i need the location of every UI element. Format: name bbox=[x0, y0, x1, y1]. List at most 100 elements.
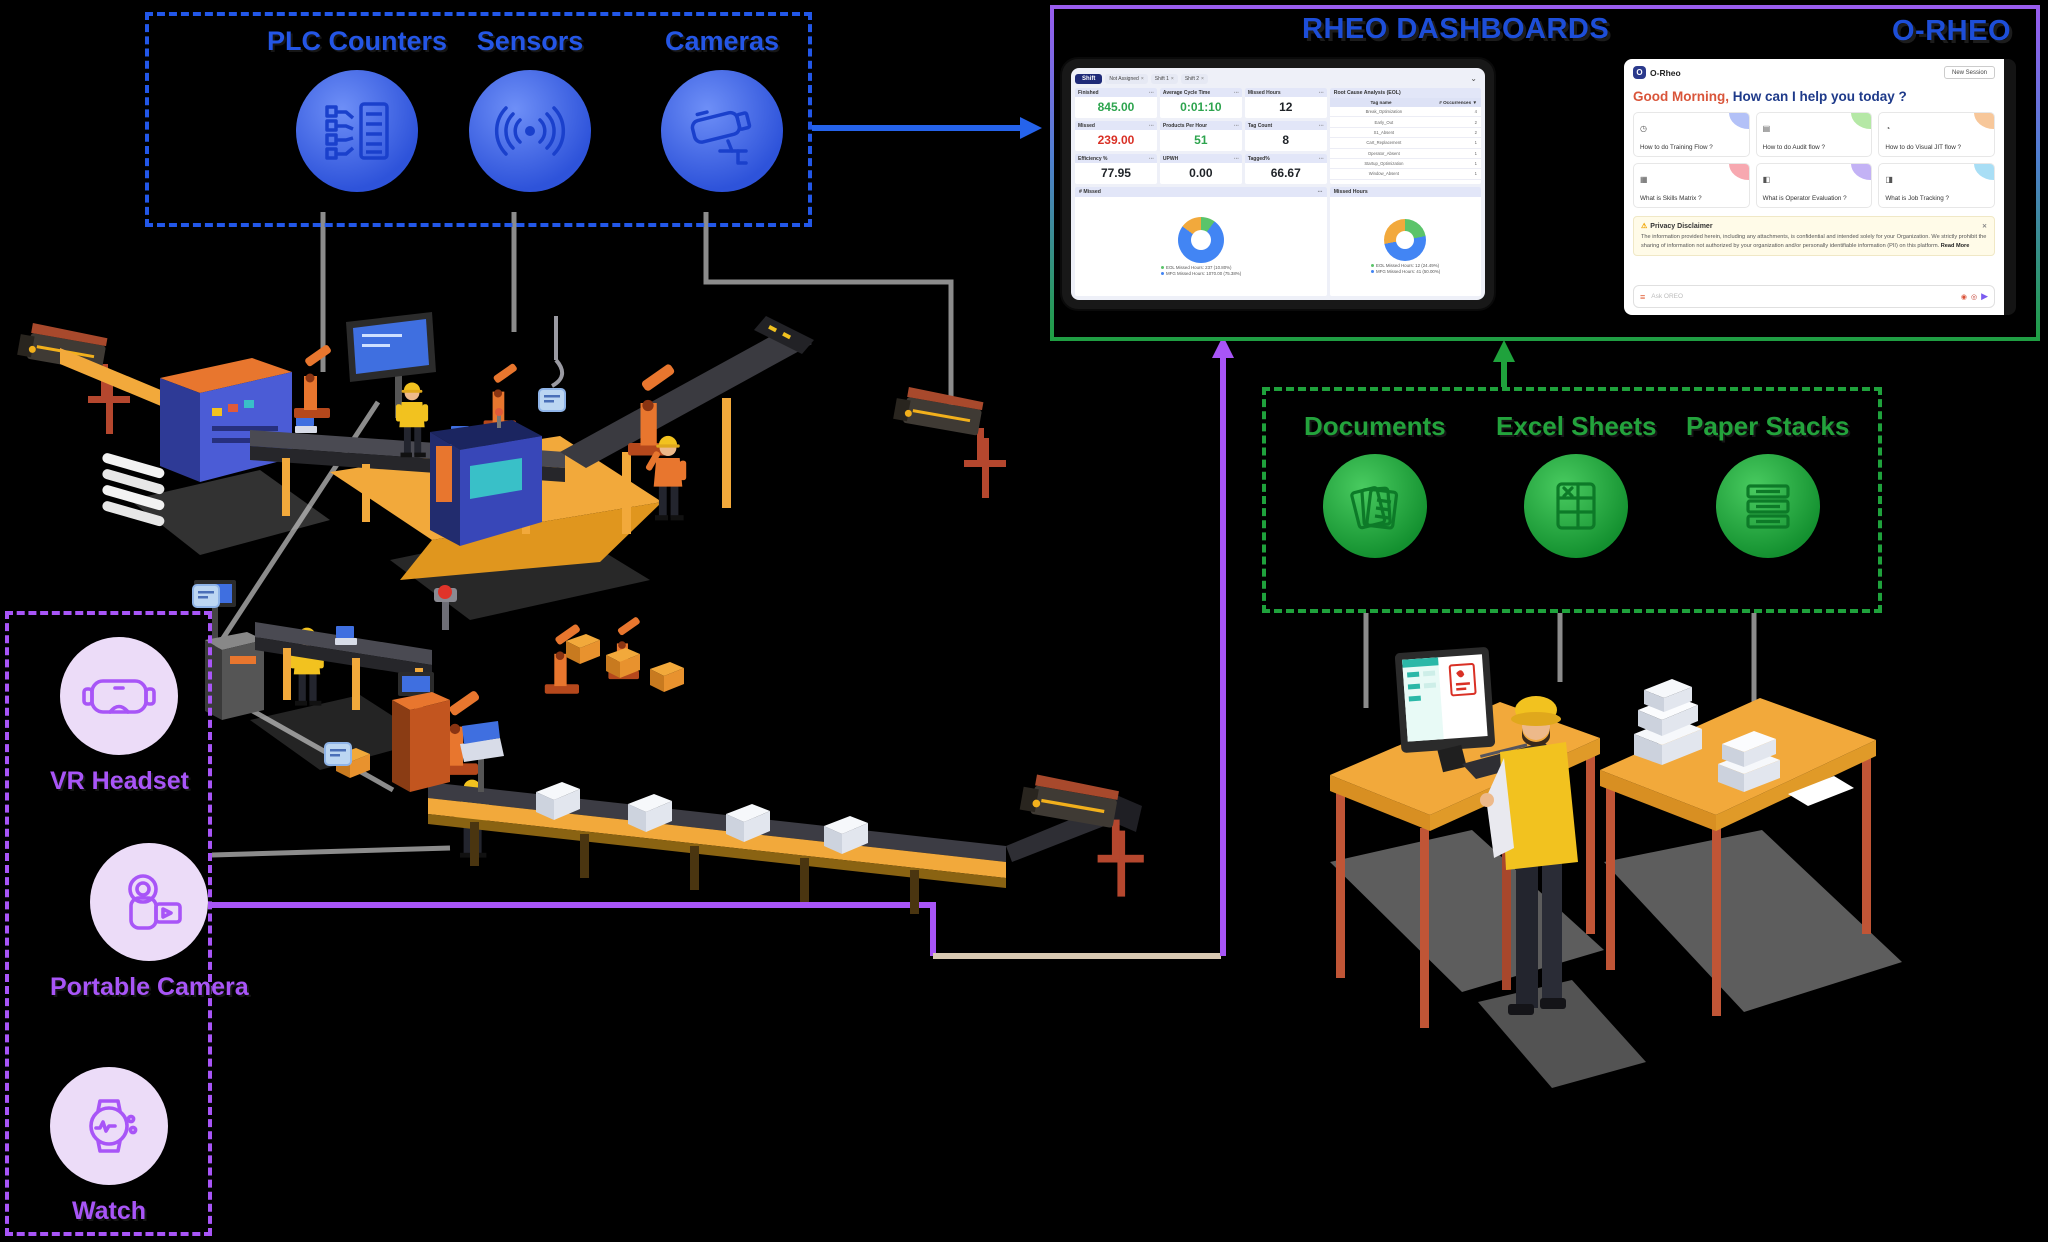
dashboard-filter-bar: Shift Not Assigned× Shift 1× Shift 2× ⌄ bbox=[1075, 72, 1481, 85]
watch-circle bbox=[50, 1067, 168, 1185]
emergency-button bbox=[434, 585, 457, 630]
paper-stacks bbox=[1634, 679, 1854, 806]
missed-chart-panel: # Missed⋯ EOL Missed Hours: 237 (10.80%)… bbox=[1075, 187, 1327, 296]
portable-camera-label: Portable Camera bbox=[50, 973, 249, 1001]
paper-stacks-label: Paper Stacks bbox=[1686, 411, 1850, 441]
excel-circle bbox=[1524, 454, 1629, 558]
excel-sheets-label: Excel Sheets bbox=[1496, 411, 1657, 441]
chat-input-bar: ≡ ◉ ◎ ▶ bbox=[1633, 285, 1995, 308]
privacy-disclaimer: ⚠ Privacy Disclaimer ✕ The information p… bbox=[1633, 216, 1995, 257]
prompt-icon[interactable]: ≡ bbox=[1640, 291, 1646, 302]
kpi-tag-count: Tag Count⋯8 bbox=[1244, 121, 1327, 151]
disclaimer-body: The information provided herein, includi… bbox=[1641, 234, 1987, 249]
chip-close-icon[interactable]: × bbox=[1140, 75, 1144, 82]
kpi-grid: Finished⋯845.00 Average Cycle Time⋯0:01:… bbox=[1075, 88, 1327, 184]
dashboards-box-inner: RHEO DASHBOARDS O-RHEO Shift Not Assigne… bbox=[1054, 9, 2036, 337]
kpi-missed-hours: Missed Hours⋯12 bbox=[1244, 88, 1327, 118]
conveyor-boom bbox=[60, 348, 180, 414]
factory-platform-edge bbox=[400, 502, 662, 580]
workstation-monitor bbox=[346, 312, 436, 418]
laptop-stand bbox=[460, 721, 504, 792]
legend-dot bbox=[1370, 263, 1375, 268]
connector-devices-purple bbox=[212, 902, 936, 956]
paper-sheet bbox=[1788, 776, 1854, 806]
more-icon[interactable]: ⋯ bbox=[1148, 89, 1154, 96]
orheo-title: O-RHEO bbox=[1892, 15, 2011, 47]
arrowhead-up-purple-icon bbox=[1212, 336, 1234, 358]
suggestion-card-training-flow[interactable]: ◷ How to do Training Flow ? bbox=[1633, 112, 1750, 157]
chat-input[interactable] bbox=[1649, 292, 1957, 301]
chevron-down-icon[interactable]: ⌄ bbox=[1470, 73, 1477, 83]
floor-shadow bbox=[1604, 830, 1902, 1012]
more-icon[interactable]: ⋯ bbox=[1233, 89, 1239, 96]
more-icon[interactable]: ⋯ bbox=[1317, 189, 1323, 195]
kiosk-station bbox=[392, 672, 450, 792]
missed-hours-chart-legend: EOL Missed Hours: 12 (24.49%) MFG Missed… bbox=[1370, 263, 1440, 274]
conveyor-belt-incline bbox=[560, 316, 814, 534]
more-icon[interactable]: ⋯ bbox=[1233, 122, 1239, 129]
filter-chip[interactable]: Shift 2× bbox=[1180, 73, 1208, 84]
missed-hours-chart-panel: Missed Hours EOL Missed Hours: 12 (24.49… bbox=[1329, 187, 1481, 296]
more-icon[interactable]: ⋯ bbox=[1148, 122, 1154, 129]
read-more-link[interactable]: Read More bbox=[1940, 242, 1970, 249]
excel-sheet-icon bbox=[1556, 482, 1596, 530]
floor-shadow bbox=[130, 470, 330, 555]
filter-chip[interactable]: Shift 1× bbox=[1150, 73, 1178, 84]
chip-close-icon[interactable]: × bbox=[1201, 75, 1204, 82]
shift-button[interactable]: Shift bbox=[1075, 73, 1103, 84]
more-icon[interactable]: ⋯ bbox=[1233, 155, 1239, 162]
watch-label: Watch bbox=[71, 1197, 147, 1225]
chip-close-icon[interactable]: × bbox=[1170, 75, 1174, 82]
suggestion-card-audit-flow[interactable]: ▤ How to do Audit flow ? bbox=[1755, 112, 1873, 157]
documents-circle bbox=[1322, 454, 1427, 558]
tracking-icon: ◨ bbox=[1885, 175, 1893, 184]
chat-header: O O-Rheo New Session bbox=[1633, 66, 1995, 79]
orheo-chat-panel: O O-Rheo New Session Good Morning, How c… bbox=[1624, 59, 2016, 315]
paper-item-stacks: Paper Stacks bbox=[1686, 411, 1849, 558]
card-corner-blob bbox=[1973, 113, 1994, 129]
legend-dot bbox=[1160, 271, 1165, 276]
send-icon[interactable]: ▶ bbox=[1981, 291, 1988, 301]
connector-watch-to-factory bbox=[211, 845, 451, 858]
root-cause-table-header: Tag name # Occurrences ▼ bbox=[1329, 98, 1481, 107]
more-icon[interactable]: ⋯ bbox=[1318, 155, 1324, 162]
kpi-tagged-pct: Tagged%⋯66.67 bbox=[1244, 154, 1327, 184]
missed-hours-donut-chart bbox=[1384, 219, 1427, 261]
suggestion-card-job-tracking[interactable]: ◨ What is Job Tracking ? bbox=[1878, 163, 1995, 208]
vr-circle bbox=[60, 637, 179, 755]
paper-stacks-circle bbox=[1715, 454, 1820, 558]
new-session-button[interactable]: New Session bbox=[1943, 66, 1995, 79]
card-corner-blob bbox=[1851, 113, 1872, 129]
package-box bbox=[650, 662, 684, 692]
close-icon[interactable]: ✕ bbox=[1981, 223, 1987, 230]
more-icon[interactable]: ⋯ bbox=[1318, 122, 1324, 129]
suggestion-card-visual-jit[interactable]: ◔ How to do Visual JIT flow ? bbox=[1878, 112, 1995, 157]
factory-illustration bbox=[16, 312, 1144, 914]
more-icon[interactable]: ⋯ bbox=[1148, 155, 1154, 162]
attachment-icon[interactable]: ◎ bbox=[1970, 293, 1978, 301]
suggestion-card-operator-evaluation[interactable]: ◧ What is Operator Evaluation ? bbox=[1755, 163, 1873, 208]
filter-chip[interactable]: Not Assigned× bbox=[1105, 73, 1148, 84]
more-icon[interactable]: ⋯ bbox=[1318, 89, 1324, 96]
microphone-icon[interactable]: ◉ bbox=[1960, 293, 1967, 301]
orheo-brand: O-Rheo bbox=[1650, 67, 1681, 78]
root-cause-panel: Root Cause Analysis (EOL) Tag name # Occ… bbox=[1329, 88, 1481, 184]
desk-monitor bbox=[1394, 647, 1496, 773]
device-item-watch: Watch bbox=[50, 1067, 168, 1226]
book-icon: ▦ bbox=[1640, 175, 1648, 184]
cameras-circle bbox=[661, 70, 783, 192]
crane-hook bbox=[550, 316, 564, 388]
package-box bbox=[566, 634, 600, 664]
connector-cameras-to-cctv bbox=[703, 212, 954, 412]
camcorder-icon bbox=[128, 874, 183, 930]
suggestion-card-skills-matrix[interactable]: ▦ What is Skills Matrix ? bbox=[1633, 163, 1750, 208]
sort-icon[interactable]: ▼ bbox=[1472, 100, 1477, 105]
smartwatch-icon bbox=[89, 1099, 138, 1153]
